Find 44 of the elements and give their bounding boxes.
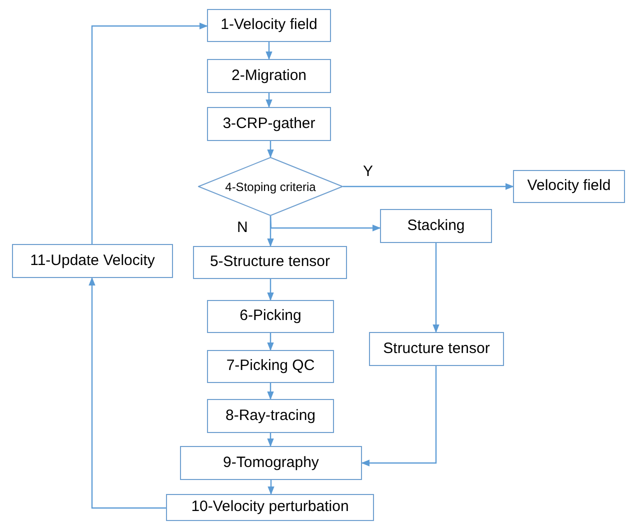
arrow: [361, 366, 437, 466]
edge-label: Y: [362, 164, 374, 179]
process-box: [193, 246, 347, 279]
arrow: [91, 22, 208, 244]
node-text: 11-Update Velocity: [30, 250, 155, 271]
process-box: [207, 9, 331, 42]
node-text: 1-Velocity field: [220, 15, 318, 36]
node-text: 7-Picking QC: [226, 356, 315, 376]
arrow: [267, 279, 274, 301]
process-box: [12, 244, 173, 278]
arrow: [267, 333, 274, 351]
node-text: 3-CRP-gather: [222, 114, 316, 134]
process-box: [369, 332, 504, 366]
arrow: [432, 243, 440, 333]
arrow: [343, 183, 514, 190]
process-box: [207, 300, 334, 333]
edge-label: N: [236, 220, 249, 235]
node-text: Velocity field: [527, 176, 611, 196]
arrow: [267, 383, 274, 400]
process-box: [207, 107, 331, 141]
node-text: 2-Migration: [231, 66, 307, 86]
node-text: 10-Velocity perturbation: [191, 497, 349, 518]
arrow: [267, 141, 274, 158]
decision-diamond: [198, 157, 343, 216]
node-text: Stacking: [407, 216, 465, 236]
arrow: [270, 216, 381, 232]
arrow: [88, 277, 166, 509]
node-text: 4-Stoping criteria: [225, 178, 316, 196]
process-box: [207, 59, 331, 93]
arrow: [266, 93, 272, 108]
arrow: [266, 42, 272, 60]
process-box: [166, 494, 374, 521]
arrow: [267, 433, 274, 447]
arrow: [268, 480, 274, 495]
node-text: Structure tensor: [383, 338, 490, 359]
node-text: 9-Tomography: [223, 452, 319, 473]
node-text: 5-Structure tensor: [210, 252, 330, 272]
process-box: [207, 399, 334, 433]
node-text: 8-Ray-tracing: [225, 406, 316, 426]
process-box: [207, 350, 334, 383]
process-box: [380, 209, 492, 243]
process-box: [180, 446, 362, 480]
process-box: [513, 170, 625, 203]
node-text: 6-Picking: [240, 306, 302, 326]
